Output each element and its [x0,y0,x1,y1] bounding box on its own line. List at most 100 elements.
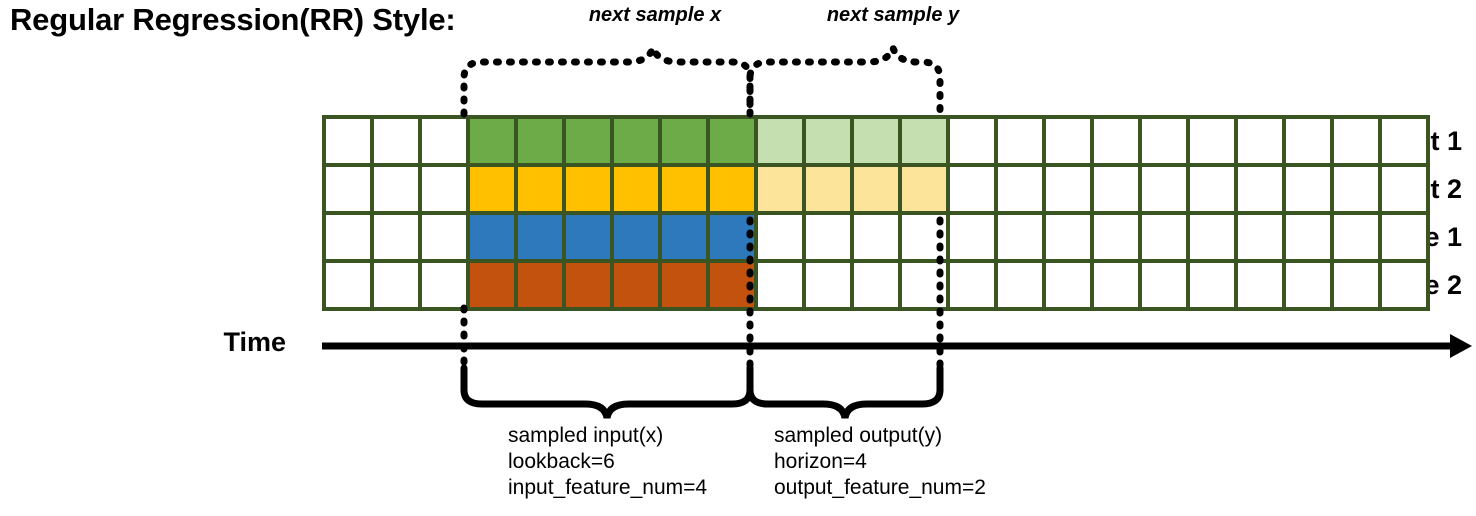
grid-cell-r4-c12 [854,263,898,307]
grid-cell-r3-c15 [998,215,1042,259]
caption-sampled-input-line-2: lookback=6 [508,450,615,473]
grid-cell-r4-c1 [326,263,370,307]
grid-cell-r1-c19 [1190,119,1234,163]
grid-cell-r1-c5 [518,119,562,163]
grid-cell-r1-c3 [422,119,466,163]
grid-cell-r4-c16 [1046,263,1090,307]
grid-cell-r2-c16 [1046,167,1090,211]
grid-cell-r3-c3 [422,215,466,259]
caption-sampled-output-line-2: horizon=4 [774,450,867,473]
grid-cell-r1-c11 [806,119,850,163]
grid-cell-r1-c16 [1046,119,1090,163]
grid-cell-r3-c14 [950,215,994,259]
grid-cell-r4-c23 [1382,263,1426,307]
grid-cell-r3-c12 [854,215,898,259]
label-next-sample-x: next sample x [588,4,722,26]
brace-sampled-input [460,364,754,419]
label-next-sample-y: next sample y [826,4,960,26]
grid-cell-r2-c21 [1286,167,1330,211]
time-axis-label: Time [223,327,286,357]
grid-cell-r3-c16 [1046,215,1090,259]
grid-cell-r2-c23 [1382,167,1426,211]
grid-cell-r2-c17 [1094,167,1138,211]
grid-cell-r1-c6 [566,119,610,163]
brace-next-sample-y [746,37,944,118]
grid-cell-r3-c11 [806,215,850,259]
grid-cell-r4-c3 [422,263,466,307]
grid-cell-r2-c18 [1142,167,1186,211]
grid-cell-r4-c19 [1190,263,1234,307]
caption-sampled-output-line-3: output_feature_num=2 [774,476,986,499]
grid-cell-r2-c1 [326,167,370,211]
grid-cell-r3-c18 [1142,215,1186,259]
grid-cell-r3-c17 [1094,215,1138,259]
grid-cell-r3-c13 [902,215,946,259]
time-axis-arrow [322,334,1472,358]
grid-cell-r3-c4 [470,215,514,259]
grid-cell-r4-c20 [1238,263,1282,307]
brace-sampled-output [746,364,944,419]
grid-cell-r1-c12 [854,119,898,163]
grid-cell-r3-c2 [374,215,418,259]
grid-cell-r1-c7 [614,119,658,163]
grid-cell-r3-c8 [662,215,706,259]
grid-cell-r4-c14 [950,263,994,307]
grid-cell-r2-c7 [614,167,658,211]
grid-cell-r1-c21 [1286,119,1330,163]
grid-cell-r4-c17 [1094,263,1138,307]
grid-cell-r1-c9 [710,119,754,163]
grid-cell-r1-c13 [902,119,946,163]
caption-sampled-output-line-1: sampled output(y) [774,424,943,447]
grid-cell-r1-c14 [950,119,994,163]
grid-cell-r1-c8 [662,119,706,163]
grid-cell-r2-c19 [1190,167,1234,211]
grid-cell-r3-c19 [1190,215,1234,259]
grid-cell-r2-c11 [806,167,850,211]
grid-cell-r3-c7 [614,215,658,259]
grid-cell-r2-c8 [662,167,706,211]
grid-cell-r4-c21 [1286,263,1330,307]
grid-cell-r4-c6 [566,263,610,307]
grid-cell-r2-c4 [470,167,514,211]
grid-cell-r2-c15 [998,167,1042,211]
page-title: Regular Regression(RR) Style: [10,2,456,37]
grid-cell-r2-c3 [422,167,466,211]
grid-cell-r1-c4 [470,119,514,163]
grid-cell-r1-c15 [998,119,1042,163]
caption-sampled-input-line-3: input_feature_num=4 [508,476,708,499]
grid-cell-r1-c18 [1142,119,1186,163]
grid-cell-r2-c14 [950,167,994,211]
grid-cell-r3-c5 [518,215,562,259]
grid-cell-r2-c6 [566,167,610,211]
brace-next-sample-x [460,37,754,118]
grid-cell-r3-c6 [566,215,610,259]
grid-cell-r4-c9 [710,263,754,307]
grid-cell-r4-c7 [614,263,658,307]
grid-cell-r3-c20 [1238,215,1282,259]
grid-cell-r1-c2 [374,119,418,163]
grid-cell-r2-c13 [902,167,946,211]
grid-cell-r2-c2 [374,167,418,211]
grid-cell-r3-c22 [1334,215,1378,259]
grid-cell-r4-c2 [374,263,418,307]
grid-cell-r1-c23 [1382,119,1426,163]
grid-cell-r1-c17 [1094,119,1138,163]
grid-cell-r2-c12 [854,167,898,211]
grid-cell-r2-c9 [710,167,754,211]
grid-cell-r4-c11 [806,263,850,307]
caption-sampled-output: sampled output(y) horizon=4 output_featu… [774,423,986,501]
grid-cell-r4-c4 [470,263,514,307]
grid-cell-r1-c20 [1238,119,1282,163]
grid-cell-r4-c5 [518,263,562,307]
grid-cell-r3-c23 [1382,215,1426,259]
grid-cell-r4-c18 [1142,263,1186,307]
grid-cell-r1-c1 [326,119,370,163]
grid-cell-r2-c20 [1238,167,1282,211]
grid-cell-r2-c22 [1334,167,1378,211]
grid-cell-r4-c8 [662,263,706,307]
grid-cell-r2-c10 [758,167,802,211]
grid-cell-r1-c22 [1334,119,1378,163]
grid-cell-r3-c1 [326,215,370,259]
caption-sampled-input-line-1: sampled input(x) [508,424,664,447]
